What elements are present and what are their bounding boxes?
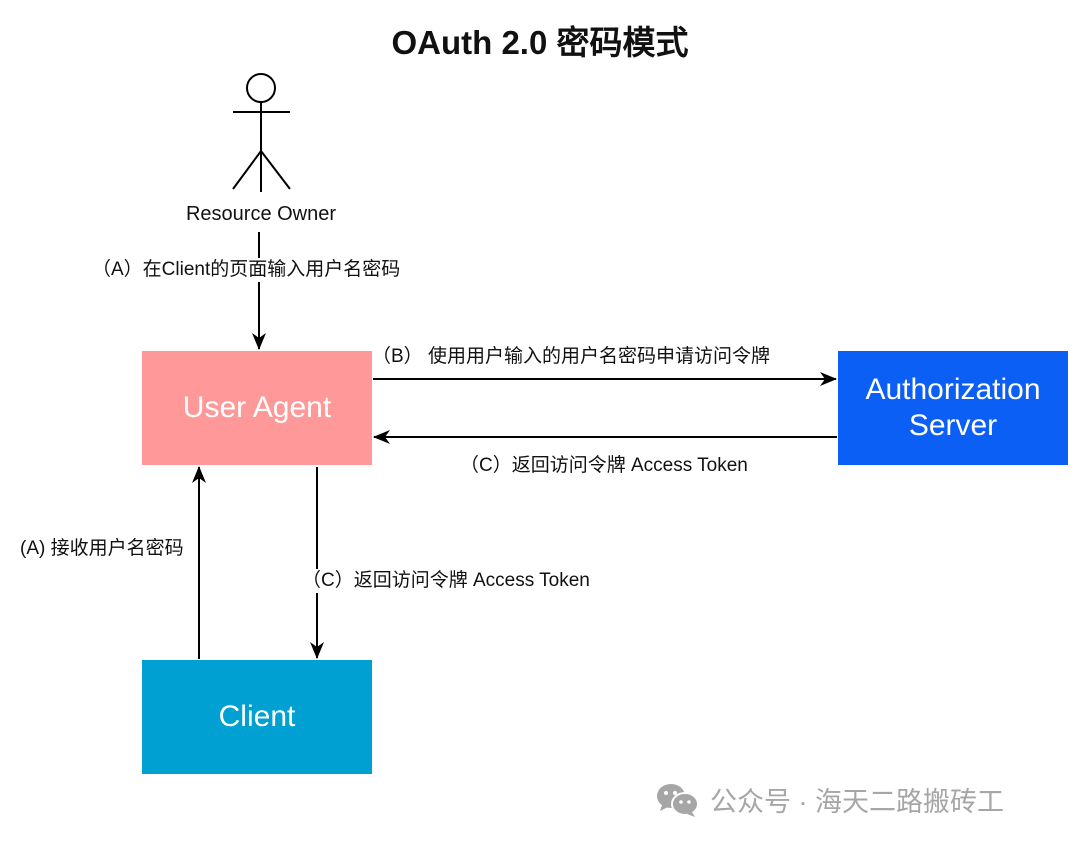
wechat-icon <box>656 783 700 817</box>
edge-label-a-client: (A) 接收用户名密码 <box>20 537 184 561</box>
watermark-text: 公众号 · 海天二路搬砖工 <box>710 787 1004 817</box>
user-agent-node: User Agent <box>142 351 372 465</box>
authorization-server-node: Authorization Server <box>838 351 1068 465</box>
user-agent-label: User Agent <box>182 391 332 424</box>
edge-label-a-owner: （A）在Client的页面输入用户名密码 <box>92 258 401 282</box>
edge-label-c-server: （C）返回访问令牌 Access Token <box>460 455 748 476</box>
stick-figure-icon <box>232 73 291 192</box>
authorization-server-label-line2: Server <box>908 409 998 442</box>
watermark: 公众号 · 海天二路搬砖工 <box>656 780 1004 819</box>
authorization-server-label-line1: Authorization <box>865 373 1041 406</box>
client-node: Client <box>142 660 372 774</box>
edge-label-b: （B） 使用用户输入的用户名密码申请访问令牌 <box>372 346 770 367</box>
client-label: Client <box>218 700 296 733</box>
edge-label-c-client: （C）返回访问令牌 Access Token <box>302 569 590 593</box>
resource-owner-label: Resource Owner <box>185 203 337 225</box>
diagram-title: OAuth 2.0 密码模式 <box>391 24 689 61</box>
